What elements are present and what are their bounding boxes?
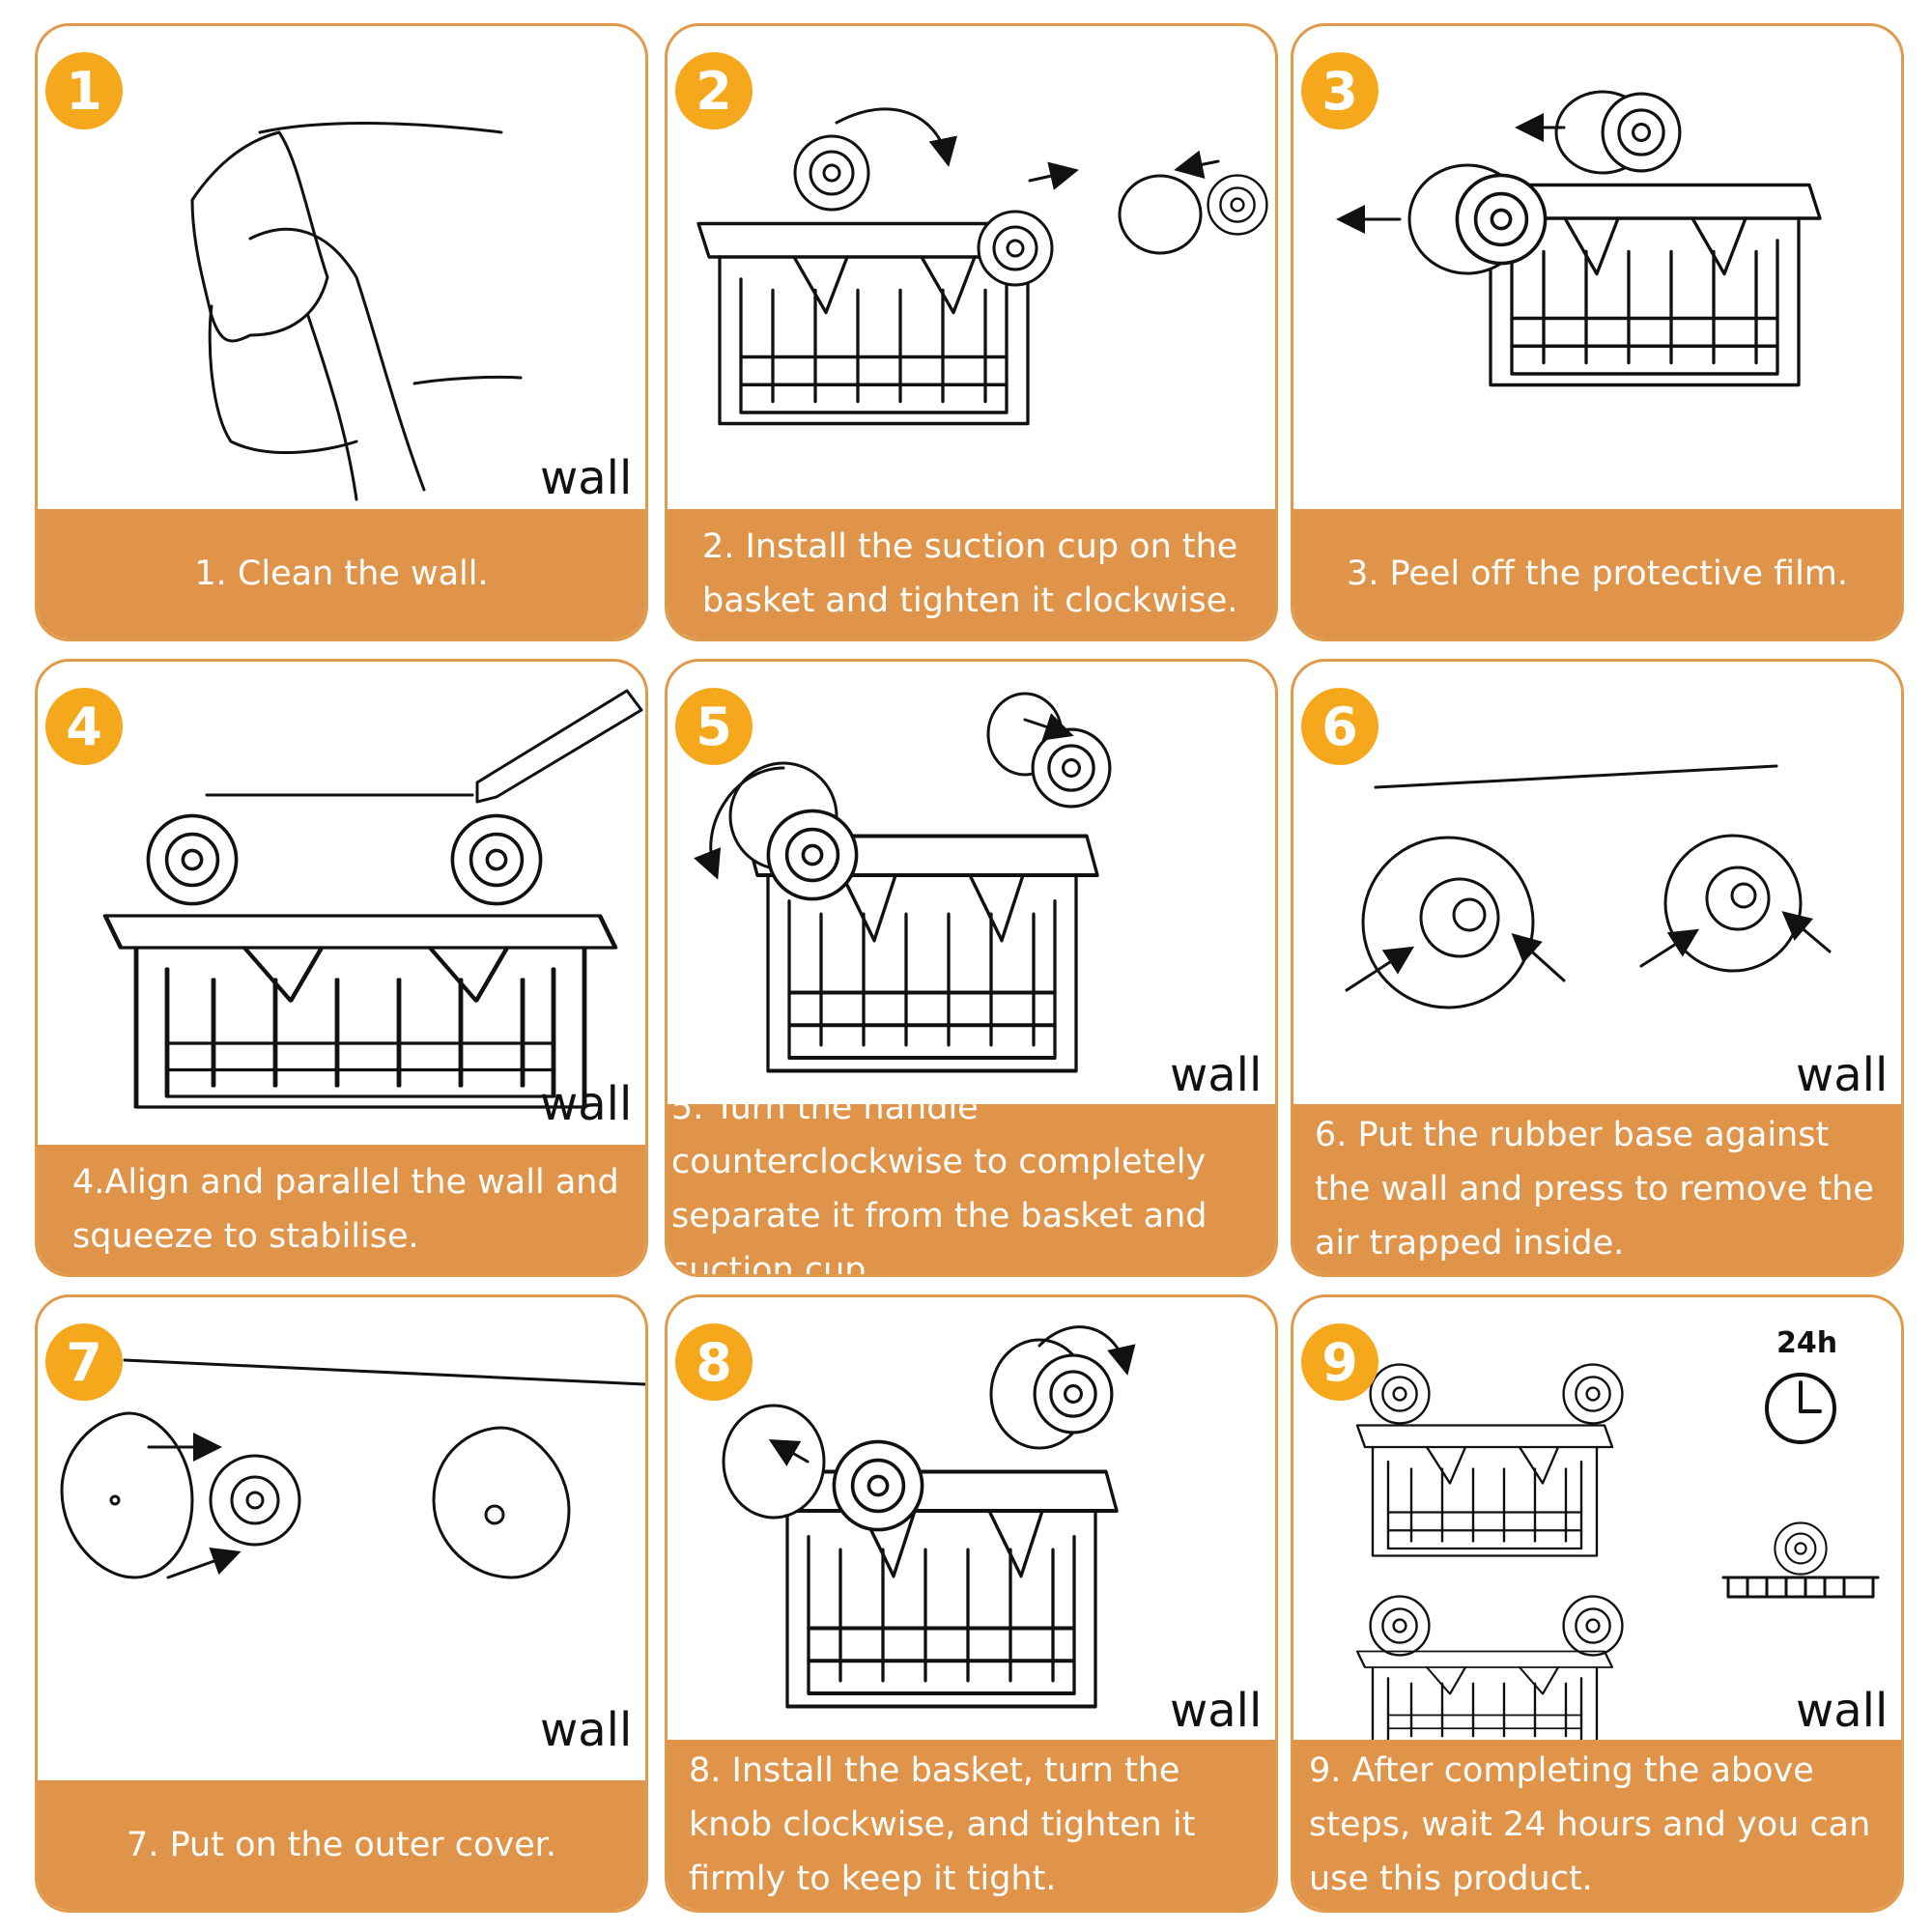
step-4-badge: 4 xyxy=(45,688,123,765)
step-5-caption: 5. Turn the handle counterclockwise to c… xyxy=(668,1089,1275,1274)
step-3-panel: 3 3. Peel off the protective film. xyxy=(1291,23,1904,641)
step-9-caption-text: 9. After completing the above steps, wai… xyxy=(1309,1751,1871,1898)
step-7-caption: 7. Put on the outer cover. xyxy=(38,1780,645,1910)
step-9-panel: 9 24h wall 9. After completing the above… xyxy=(1291,1294,1904,1913)
step-7-panel: 7 wall 7. Put on the outer cover. xyxy=(35,1294,648,1913)
step-6-caption-text: 6. Put the rubber base against the wall … xyxy=(1315,1116,1874,1263)
step-5-caption-text: 5. Turn the handle counterclockwise to c… xyxy=(671,1089,1208,1277)
step-4-caption-text: 4.Align and parallel the wall and squeez… xyxy=(72,1163,619,1256)
step-7-badge: 7 xyxy=(45,1323,123,1401)
step-6-caption: 6. Put the rubber base against the wall … xyxy=(1293,1104,1901,1274)
step-9-illustration xyxy=(1355,1363,1880,1748)
step-9-caption: 9. After completing the above steps, wai… xyxy=(1293,1740,1901,1910)
step-6-illustration xyxy=(1345,764,1832,1009)
step-2-caption-text: 2. Install the suction cup on the basket… xyxy=(702,527,1238,620)
step-1-illustration xyxy=(190,122,523,501)
step-6-panel: 6 wall 6. Put the rubber base against th… xyxy=(1291,659,1904,1277)
wall-label: wall xyxy=(1796,1048,1889,1102)
step-8-caption-text: 8. Install the basket, turn the knob clo… xyxy=(689,1751,1196,1898)
wall-label: wall xyxy=(540,451,633,505)
step-1-caption-text: 1. Clean the wall. xyxy=(194,554,489,593)
wall-label: wall xyxy=(540,1703,633,1757)
step-6-badge: 6 xyxy=(1301,688,1378,765)
step-8-caption: 8. Install the basket, turn the knob clo… xyxy=(668,1740,1275,1910)
step-4-illustration xyxy=(38,689,643,1164)
step-8-panel: 8 wall 8. Install the basket, turn the k… xyxy=(665,1294,1278,1913)
step-3-caption: 3. Peel off the protective film. xyxy=(1293,509,1901,639)
step-3-illustration xyxy=(1336,90,1822,387)
step-5-panel: 5 wall 5. Turn the handle counterclockwi… xyxy=(665,659,1278,1277)
wall-label: wall xyxy=(1796,1684,1889,1738)
step-5-badge: 5 xyxy=(675,688,753,765)
step-5-illustration xyxy=(694,692,1112,1164)
step-1-panel: 1 wall 1. Clean the wall. xyxy=(35,23,648,641)
step-1-badge: 1 xyxy=(45,52,123,129)
step-8-badge: 8 xyxy=(675,1323,753,1401)
clock-label: 24h xyxy=(1776,1326,1838,1360)
step-8-illustration xyxy=(722,1325,1136,1800)
step-2-illustration xyxy=(696,107,1268,426)
wall-label: wall xyxy=(540,1077,633,1131)
wall-label: wall xyxy=(1170,1684,1263,1738)
step-4-panel: 4 wall 4.Align and parallel the wall and… xyxy=(35,659,648,1277)
step-7-caption-text: 7. Put on the outer cover. xyxy=(127,1826,556,1864)
step-9-badge: 9 xyxy=(1301,1323,1378,1401)
step-2-panel: 2 2. Install the suction cup on the bask… xyxy=(665,23,1278,641)
step-1-caption: 1. Clean the wall. xyxy=(38,509,645,639)
step-3-caption-text: 3. Peel off the protective film. xyxy=(1346,554,1849,593)
wall-label: wall xyxy=(1170,1048,1263,1102)
step-2-caption: 2. Install the suction cup on the basket… xyxy=(668,509,1275,639)
step-7-illustration xyxy=(60,1358,645,1579)
step-2-badge: 2 xyxy=(675,52,753,129)
step-3-badge: 3 xyxy=(1301,52,1378,129)
step-4-caption: 4.Align and parallel the wall and squeez… xyxy=(38,1145,645,1274)
